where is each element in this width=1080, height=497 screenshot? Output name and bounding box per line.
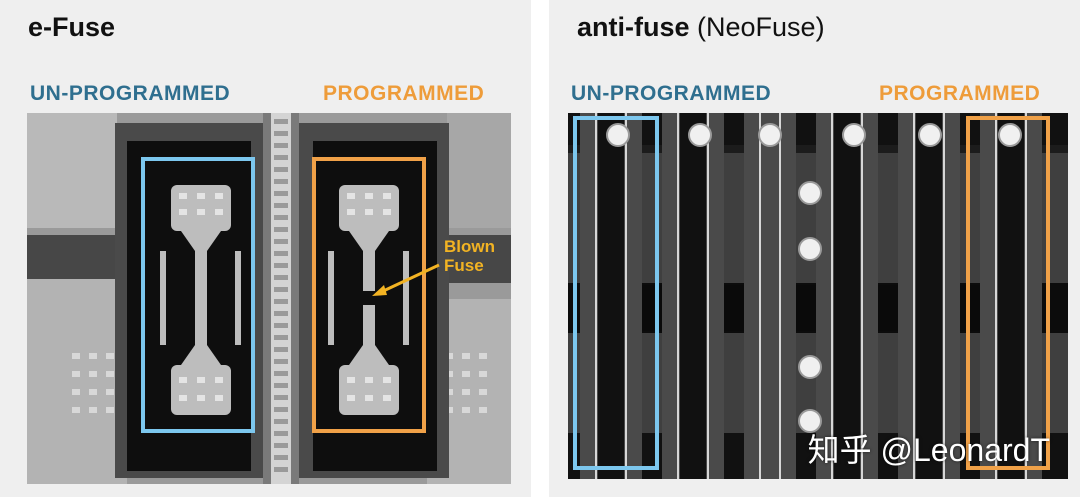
antifuse-unprogrammed-box [573, 116, 659, 470]
fuse-label: Fuse [444, 256, 484, 275]
efuse-panel: e-Fuse UN-PROGRAMMED PROGRAMMED [0, 0, 531, 497]
efuse-unprogrammed-box [141, 157, 255, 433]
blown-fuse-arrowhead [372, 285, 387, 296]
antifuse-programmed-label: PROGRAMMED [879, 82, 1041, 105]
blown-fuse-annotation: Blown Fuse [444, 237, 495, 275]
blown-fuse-arrow [378, 263, 440, 295]
efuse-unprogrammed-label: UN-PROGRAMMED [30, 82, 231, 105]
efuse-programmed-box [312, 157, 426, 433]
blown-label: Blown [444, 237, 495, 256]
efuse-programmed-label: PROGRAMMED [323, 82, 485, 105]
antifuse-title-bold: anti-fuse [577, 12, 690, 42]
watermark-text: 知乎 @LeonardT [807, 432, 1050, 468]
antifuse-panel: anti-fuse (NeoFuse) UN-PROGRAMMED PROGRA… [549, 0, 1080, 497]
antifuse-programmed-box [966, 116, 1050, 470]
antifuse-title-light: (NeoFuse) [697, 12, 825, 42]
antifuse-title: anti-fuse (NeoFuse) [577, 12, 825, 43]
antifuse-unprogrammed-label: UN-PROGRAMMED [571, 82, 772, 105]
efuse-title: e-Fuse [28, 12, 116, 42]
antifuse-micrograph [568, 113, 1068, 479]
efuse-micrograph [27, 113, 511, 484]
